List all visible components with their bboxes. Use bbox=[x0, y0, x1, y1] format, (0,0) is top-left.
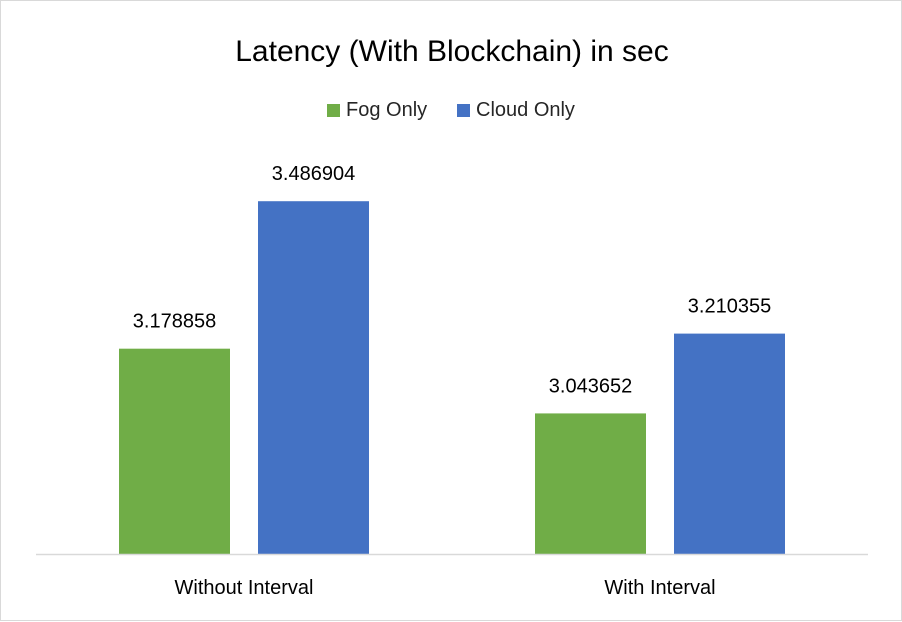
bars bbox=[119, 201, 785, 554]
data-labels: 3.178858 3.486904 3.043652 3.210355 bbox=[133, 163, 771, 397]
x-tick-label-2: With Interval bbox=[604, 577, 715, 599]
x-axis: Without Interval With Interval bbox=[36, 553, 868, 599]
legend-swatch-2 bbox=[457, 104, 470, 117]
legend: Fog Only Cloud Only bbox=[327, 99, 575, 121]
x-tick-label-1: Without Interval bbox=[175, 577, 314, 599]
legend-label-1: Fog Only bbox=[346, 99, 427, 121]
chart-title: Latency (With Blockchain) in sec bbox=[235, 35, 669, 68]
data-label-1-2: 3.043652 bbox=[549, 375, 632, 397]
data-label-1-1: 3.178858 bbox=[133, 311, 216, 333]
data-label-2-1: 3.486904 bbox=[272, 163, 355, 185]
legend-swatch-1 bbox=[327, 104, 340, 117]
bar-1-1 bbox=[119, 348, 230, 554]
bar-2-2 bbox=[674, 333, 785, 554]
legend-label-2: Cloud Only bbox=[476, 99, 575, 121]
bar-2-1 bbox=[258, 201, 369, 554]
data-label-2-2: 3.210355 bbox=[688, 296, 771, 318]
bar-1-2 bbox=[535, 413, 646, 554]
